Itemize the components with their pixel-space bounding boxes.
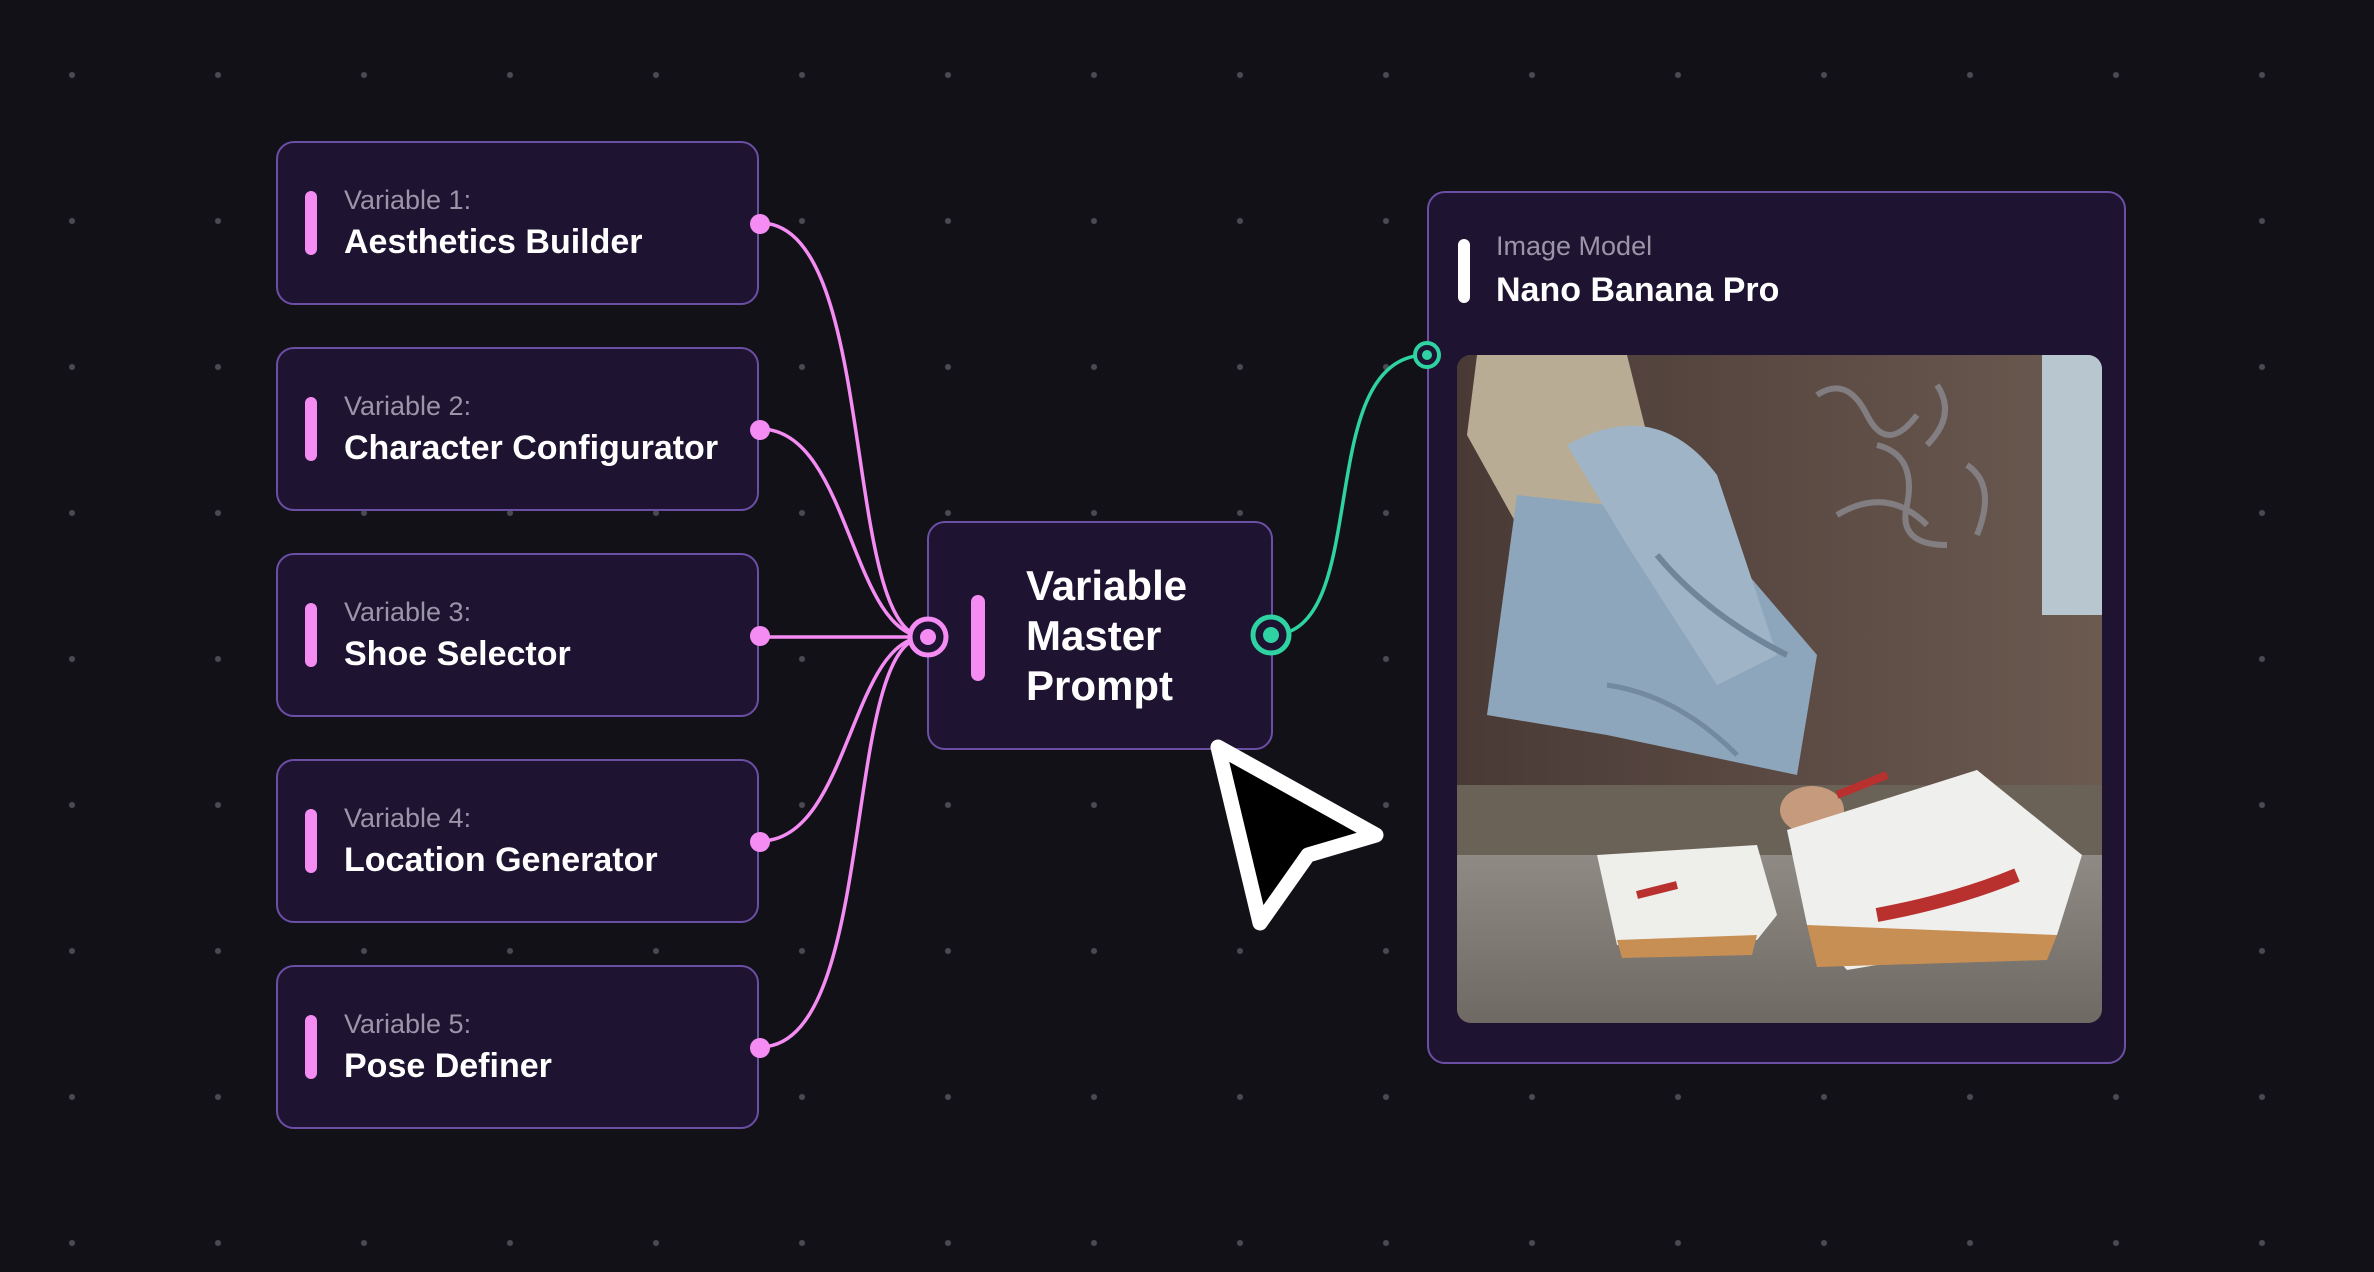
node-accent-bar xyxy=(305,397,317,461)
input-port-icon[interactable] xyxy=(1409,337,1445,373)
node-label: Variable 2: xyxy=(344,391,472,421)
variable-node-5[interactable]: Variable 5: Pose Definer xyxy=(276,965,759,1129)
output-port-icon[interactable] xyxy=(743,413,777,447)
master-prompt-title: Variable Master Prompt xyxy=(1026,561,1187,711)
edge-variable-4 xyxy=(759,635,926,843)
output-port-icon[interactable] xyxy=(743,825,777,859)
node-label: Variable 3: xyxy=(344,597,472,627)
variable-node-3[interactable]: Variable 3: Shoe Selector xyxy=(276,553,759,717)
node-title: Location Generator xyxy=(344,841,658,879)
node-accent-bar xyxy=(305,191,317,255)
variable-node-2[interactable]: Variable 2: Character Configurator xyxy=(276,347,759,511)
node-label: Variable 1: xyxy=(344,185,472,215)
node-label: Variable 5: xyxy=(344,1009,472,1039)
node-label: Variable 4: xyxy=(344,803,472,833)
variable-node-1[interactable]: Variable 1: Aesthetics Builder xyxy=(276,141,759,305)
variable-node-4[interactable]: Variable 4: Location Generator xyxy=(276,759,759,923)
node-title: Nano Banana Pro xyxy=(1496,271,1780,309)
node-title: Pose Definer xyxy=(344,1047,552,1085)
master-title-line-1: Variable xyxy=(1026,562,1188,609)
sneaker-photo xyxy=(1457,355,2102,1023)
node-label: Image Model xyxy=(1496,231,1653,261)
master-title-line-3: Prompt xyxy=(1026,662,1173,709)
cursor-arrow-icon xyxy=(1210,739,1384,931)
output-port-icon[interactable] xyxy=(743,1031,777,1065)
edge-variable-5 xyxy=(759,635,926,1049)
node-accent-bar xyxy=(1458,239,1470,303)
node-title: Character Configurator xyxy=(344,429,719,467)
node-accent-bar xyxy=(305,1015,317,1079)
master-title-line-2: Master xyxy=(1026,612,1162,659)
node-accent-bar xyxy=(305,603,317,667)
node-accent-bar xyxy=(971,595,985,681)
output-port-icon[interactable] xyxy=(743,619,777,653)
edge-variable-1 xyxy=(759,221,926,639)
image-model-node[interactable]: Image Model Nano Banana Pro xyxy=(1427,191,2126,1064)
input-port-icon[interactable] xyxy=(903,612,953,662)
node-title: Shoe Selector xyxy=(344,635,571,673)
node-accent-bar xyxy=(305,809,317,873)
output-port-icon[interactable] xyxy=(1246,610,1296,660)
generated-image[interactable] xyxy=(1457,355,2102,1023)
master-prompt-node[interactable]: Variable Master Prompt xyxy=(927,521,1273,750)
node-title: Aesthetics Builder xyxy=(344,223,643,261)
edge-variable-2 xyxy=(759,427,926,639)
output-port-icon[interactable] xyxy=(743,207,777,241)
edge-master-to-model xyxy=(1270,353,1428,637)
